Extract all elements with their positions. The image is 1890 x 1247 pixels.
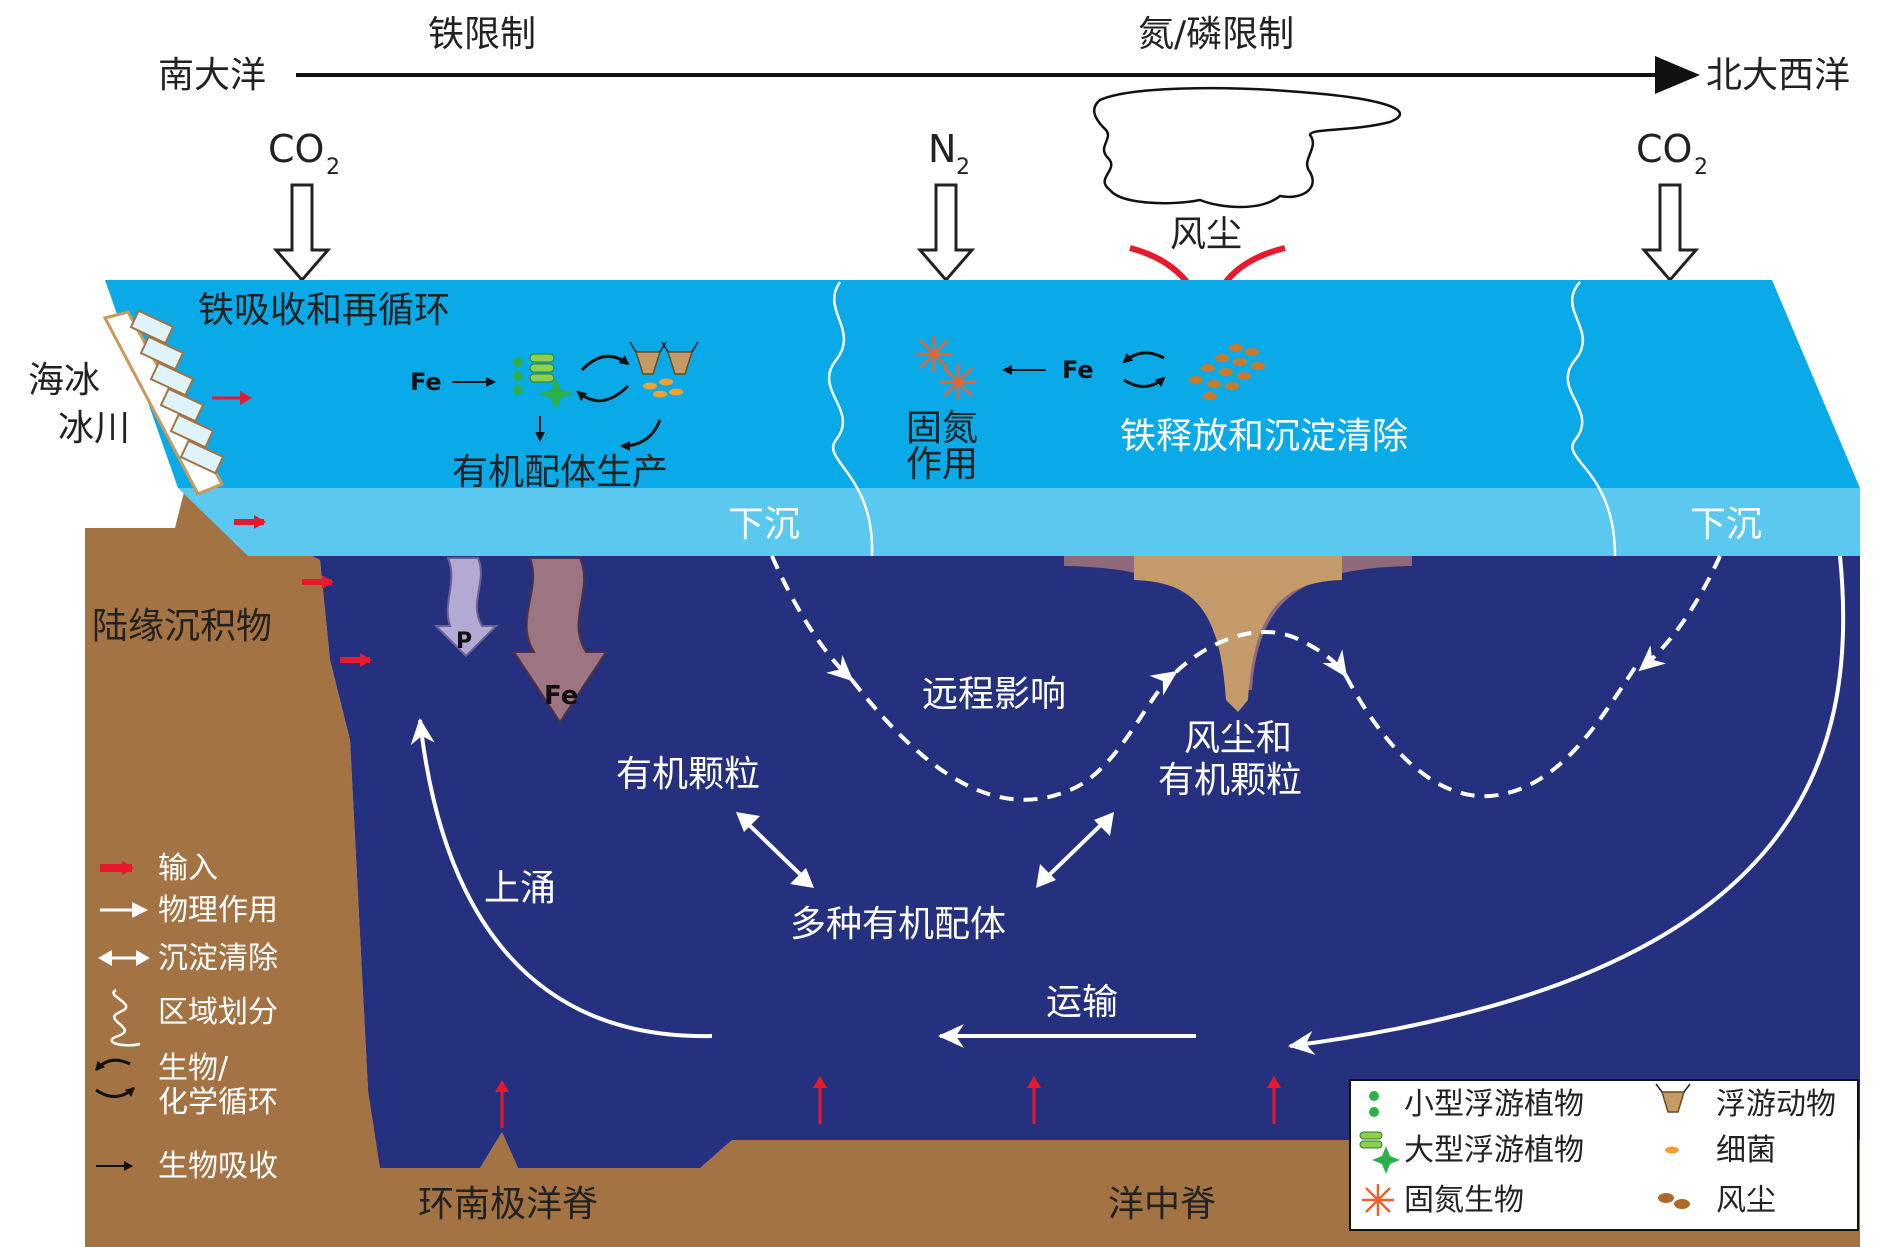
gradient-axis-arrowhead [1655,56,1700,94]
co2-left-flux: CO 2 [268,127,340,283]
legend-wave-icon [110,988,141,1047]
scavenging-double-arrow-right [1036,812,1114,888]
header-left-label: 南大洋 [158,55,266,96]
upwelling-arrow [410,718,713,1039]
acc-ridge-label: 环南极洋脊 [418,1184,598,1225]
organic-particles-label: 有机颗粒 [616,754,760,795]
legend-cycle-label-2: 化学循环 [158,1085,278,1120]
region-divider-wave-1 [828,281,874,557]
legend-large-phyto-label: 大型浮游植物 [1404,1133,1584,1168]
legend-scavenging-icon [98,950,150,966]
sinking-right-dashed-arrow [1638,555,1722,672]
co2-left-down-arrow [272,183,332,283]
legend-bacteria-icon [1665,1146,1679,1154]
legend-cycle-icon-bottom [95,1086,135,1098]
region-divider-wave-2 [1566,281,1617,557]
np-limit-label: 氮/磷限制 [1138,14,1294,55]
co2-right-down-arrow [1640,183,1700,283]
n2-down-arrow [916,183,976,283]
small-phytoplankton-icon [1369,1091,1379,1117]
nitrogen-fixation-label-2: 作用 [906,444,978,485]
n2-subscript: 2 [956,155,970,180]
header-right-label: 北大西洋 [1706,55,1850,96]
legend-cycle-label-1: 生物/ [158,1051,229,1086]
deep-water [178,488,1860,1168]
legend-scavenging-label: 沉淀清除 [158,941,278,976]
deep-return-flow-arrow [1288,555,1846,1055]
legend-small-phyto-label: 小型浮游植物 [1404,1087,1584,1122]
sinking-left-label: 下沉 [728,504,800,545]
co2-right-flux: CO 2 [1636,127,1708,283]
ligand-production-label: 有机配体生产 [452,452,668,493]
n2-flux: N 2 [916,127,976,283]
glacier-label: 冰川 [58,408,130,449]
dust-cycle-arrow-bottom [1123,376,1166,388]
legend-input-label: 输入 [158,851,218,886]
legend-bacteria-label: 细菌 [1716,1133,1776,1168]
mid-ocean-ridge-label: 洋中脊 [1108,1184,1216,1225]
iron-label: Fe [544,681,578,711]
remote-influence-wave-right [1344,658,1642,799]
legend-zooplankton-label: 浮游动物 [1716,1087,1836,1122]
dust-and-particles-label-1: 风尘和 [1184,718,1292,759]
iron-flux-arrow [512,557,608,724]
upwelling-label: 上涌 [484,868,556,909]
legend-nitrogen-fixer-icon [1362,1184,1394,1216]
iron-uptake-label: 铁吸收和再循环 [198,290,450,331]
dust-label: 风尘 [1170,214,1242,255]
dust-particles-icon [1189,344,1265,400]
transport-label: 运输 [1046,982,1118,1023]
legend-n-fixer-label: 固氮生物 [1404,1183,1524,1218]
dust-and-particles-label-2: 有机颗粒 [1158,760,1302,801]
legend-region-label: 区域划分 [158,995,278,1030]
legend-box: 小型浮游植物 大型浮游植物 固氮生物 浮游动物 细菌 风尘 [1349,1079,1859,1231]
co2-right-subscript: 2 [1694,155,1708,180]
legend-physical-label: 物理作用 [158,893,278,928]
phytoplankton-icon [513,353,574,410]
large-phytoplankton-icon [1359,1131,1400,1174]
ligand-release-arrow [620,419,662,451]
ligands-label: 多种有机配体 [790,904,1006,945]
co2-right-label: CO [1636,127,1692,171]
sea-ice-label: 海冰 [28,360,100,401]
grazing-cycle-arrow-top [580,354,630,372]
co2-left-subscript: 2 [326,155,340,180]
legend-box-frame [1349,1079,1859,1231]
dust-cloud-icon [1092,86,1402,209]
dust-cycle-arrow-top [1122,351,1165,364]
legend-left: 输入 物理作用 沉淀清除 区域划分 生物/ 化学循环 生物吸收 [94,851,278,1184]
legend-uptake-label: 生物吸收 [158,1149,278,1184]
legend-dust-label: 风尘 [1716,1183,1776,1218]
scavenging-double-arrow-left [736,812,814,888]
n2-label: N [928,127,956,171]
grazing-cycle-arrow-bottom [576,384,630,403]
nitrogen-fixer-icon [916,336,976,400]
remote-influence-label: 远程影响 [922,674,1066,715]
nitrogen-fixation-label-1: 固氮 [906,408,978,449]
remote-influence-crest [1174,630,1348,678]
phosphorus-label: P [456,629,472,654]
legend-zooplankton-icon [1655,1083,1691,1113]
legend-dust-icon [1658,1193,1690,1209]
co2-left-label: CO [268,127,324,171]
iron-release-scavenging-label: 铁释放和沉淀清除 [1120,416,1408,457]
sinking-right-label: 下沉 [1690,504,1762,545]
sea-ice-glacier-icon [102,309,225,496]
fe-left-label: Fe [410,368,442,396]
fe-mid-label: Fe [1062,356,1094,384]
mixed-layer [178,488,1860,556]
zooplankton-icon [629,341,699,398]
margin-sediment-label: 陆缘沉积物 [92,606,272,647]
continental-margin-sediment [85,488,388,1247]
legend-cycle-icon-top [94,1058,131,1072]
iron-limit-label: 铁限制 [428,14,536,55]
phosphorus-flux-arrow [433,557,499,658]
